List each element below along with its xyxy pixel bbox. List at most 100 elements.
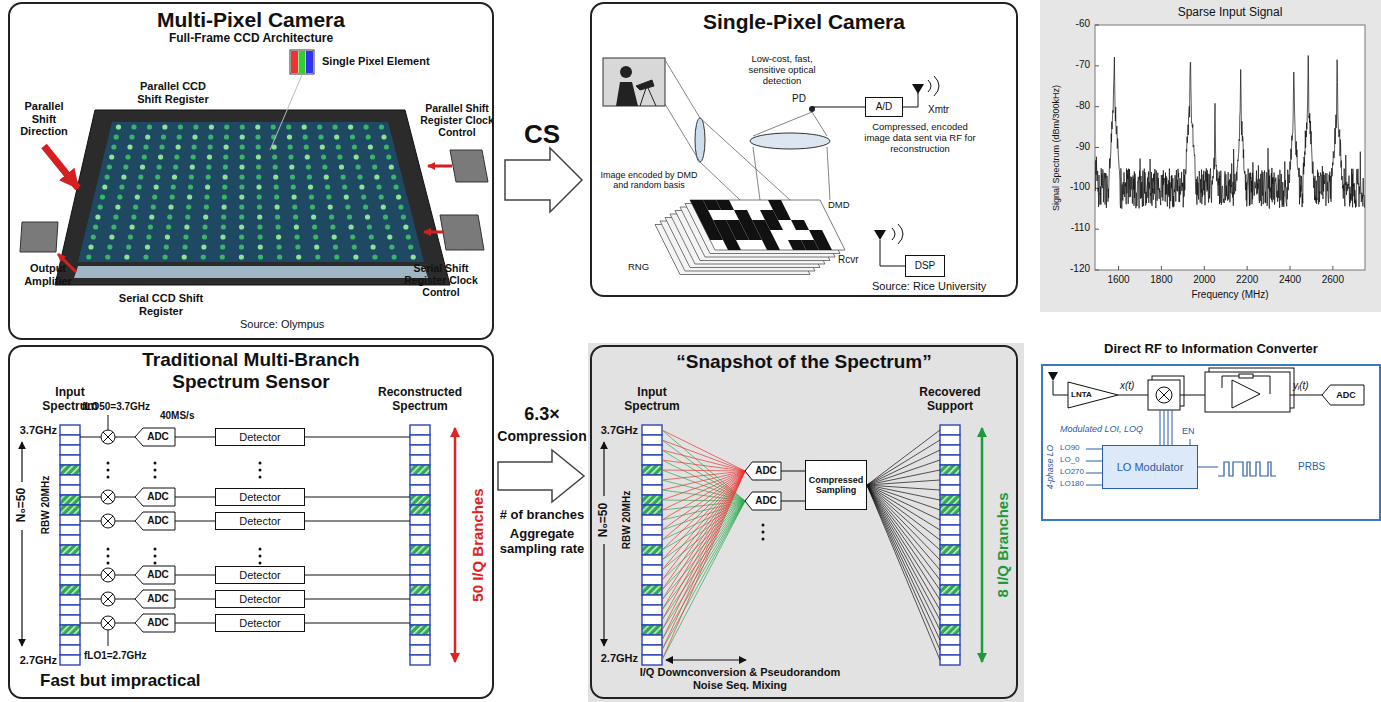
mixing-line — [662, 471, 745, 620]
pixel-dot — [325, 184, 330, 189]
pixel-dot — [290, 174, 295, 179]
label: PD — [792, 93, 806, 105]
pixel-dot — [348, 124, 353, 129]
adc-block: ADC — [135, 488, 175, 506]
panel-title: Single-Pixel Camera — [703, 10, 905, 34]
pixel-dot — [91, 234, 96, 239]
label: -110 — [1071, 222, 1090, 234]
pixel-dot — [222, 204, 227, 209]
label: N₀=50 — [597, 503, 611, 537]
pixel-dot — [113, 214, 118, 219]
pixel-dot — [154, 184, 159, 189]
continuation-dot — [154, 555, 157, 558]
mixer-symbol — [103, 492, 113, 502]
dmd-mirror — [716, 200, 734, 210]
pixel-dot — [295, 234, 300, 239]
pixel-dot — [275, 214, 280, 219]
wire — [1290, 395, 1322, 396]
panel-note: Full-Frame CCD Architecture — [169, 32, 333, 46]
label: RBW 20MHz — [621, 491, 633, 549]
connector — [175, 521, 215, 522]
wire — [115, 521, 135, 522]
tick — [1095, 147, 1099, 148]
input-spectrum-cell — [642, 485, 662, 495]
mixer-block — [1148, 380, 1180, 410]
pixel-dot — [133, 204, 138, 209]
continuation-dot — [154, 469, 157, 472]
input-spectrum-cell — [60, 555, 80, 565]
pixel-dot — [174, 154, 179, 159]
panel-background — [588, 343, 1024, 702]
lens — [695, 118, 705, 162]
reconstructed-spectrum-cell — [410, 455, 430, 465]
outline — [135, 488, 175, 506]
input-spectrum-cell — [60, 625, 80, 635]
pixel-dot — [117, 194, 122, 199]
input-spectrum-cell — [60, 615, 80, 625]
pixel-dot — [359, 184, 364, 189]
pixel-dot — [371, 244, 376, 249]
pixel-dot — [334, 134, 339, 139]
antenna — [912, 84, 924, 94]
outline — [745, 492, 781, 510]
pixel-dot — [165, 234, 170, 239]
pixel-dot — [166, 224, 171, 229]
mixer-symbol — [103, 516, 113, 526]
branch-count-arrow — [981, 428, 984, 662]
recovered-support-cell — [940, 625, 960, 635]
input-spectrum-cell — [60, 475, 80, 485]
label: 2000 — [1193, 274, 1215, 286]
pixel-dot — [406, 234, 411, 239]
reconstructed-spectrum-cell — [410, 605, 430, 615]
pixel-dot — [135, 194, 140, 199]
pixel-dot — [220, 234, 225, 239]
light-ray — [700, 118, 790, 200]
pixel-dot — [155, 174, 160, 179]
span-arrow — [21, 442, 22, 482]
reconstructed-spectrum-cell — [410, 565, 430, 575]
pixel-dot — [392, 254, 397, 259]
pixel-dot — [95, 214, 100, 219]
label: LO_0 — [1060, 455, 1080, 464]
pixel-dot — [161, 134, 166, 139]
mixing-line — [662, 471, 745, 590]
recovered-support-cell — [940, 615, 960, 625]
pixel-dot — [305, 154, 310, 159]
label: 8 I/Q Branches — [994, 492, 1011, 597]
pixel-dot — [315, 254, 320, 259]
pixel-dot — [296, 254, 301, 259]
pixel-stripe — [306, 51, 313, 73]
input-spectrum-cell — [60, 505, 80, 515]
label: I/Q Downconversion & Pseudorandom Noise … — [638, 666, 842, 691]
pixel-dot — [128, 234, 133, 239]
node-label: LO Modulator — [1117, 461, 1184, 474]
pixel-stripe — [299, 51, 306, 73]
pixel-dot — [152, 194, 157, 199]
lo-wire — [108, 415, 109, 430]
pixel-dot — [105, 174, 110, 179]
pixel-dot — [389, 244, 394, 249]
span-arrow — [666, 659, 746, 660]
input-spectrum-cell — [60, 435, 80, 445]
recovered-support-cell — [940, 505, 960, 515]
light-ray — [665, 104, 700, 162]
pixel-dot — [347, 214, 352, 219]
pixel-dot — [220, 254, 225, 259]
pixel-dot — [336, 144, 341, 149]
continuation-dot — [107, 555, 110, 558]
label: 50 I/Q Branches — [469, 488, 486, 601]
pixel-dot — [353, 254, 358, 259]
tick — [1095, 229, 1099, 230]
pixel-dot — [203, 214, 208, 219]
pixel-dot — [206, 174, 211, 179]
pixel-dot — [321, 154, 326, 159]
label: Frequency (MHz) — [1191, 289, 1268, 301]
pixel-dot — [98, 204, 103, 209]
node-label: Detector — [239, 617, 281, 630]
label: Source: Olympus — [240, 318, 324, 331]
pixel-dot — [350, 234, 355, 239]
wire — [305, 497, 410, 498]
recovered-support-cell — [940, 555, 960, 565]
shift-direction-arrow — [44, 146, 78, 188]
input-spectrum-cell — [60, 455, 80, 465]
